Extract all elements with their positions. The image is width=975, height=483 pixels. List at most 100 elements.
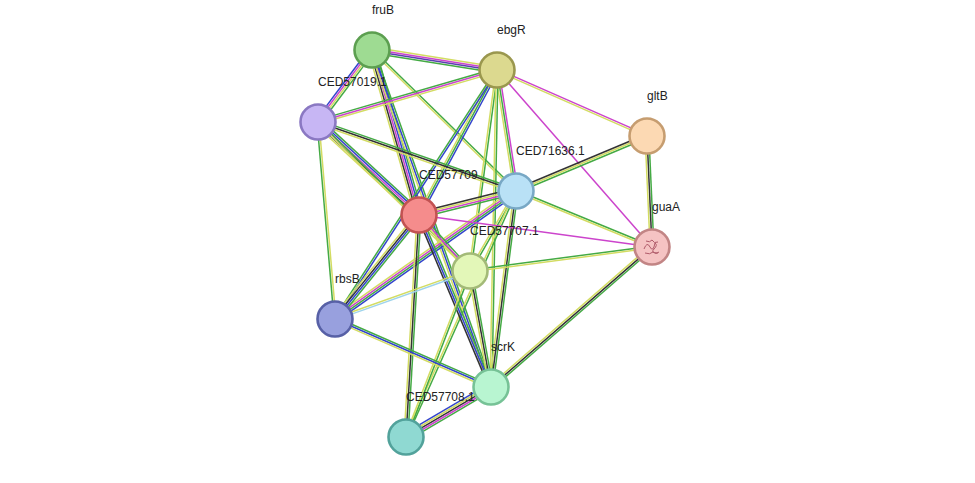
evidence-line: [502, 87, 515, 172]
interaction-edge: [488, 248, 635, 269]
evidence-line: [498, 88, 511, 173]
evidence-line: [412, 207, 507, 420]
protein-node: CED57708.1: [388, 419, 424, 455]
interaction-edge: [532, 197, 635, 241]
evidence-line: [414, 208, 509, 421]
evidence-line: [509, 84, 640, 234]
evidence-line: [390, 52, 479, 66]
node-label: CED57707.1: [470, 225, 539, 238]
protein-node: gltB: [629, 118, 665, 154]
protein-node: guaA: [634, 229, 670, 265]
evidence-line: [336, 126, 500, 183]
evidence-line: [646, 154, 649, 229]
interaction-edge: [334, 126, 499, 187]
interaction-edge: [412, 207, 509, 421]
interaction-edge: [351, 324, 476, 381]
evidence-line: [352, 276, 453, 312]
evidence-line: [389, 56, 478, 70]
node-label: CED71636.1: [516, 145, 585, 158]
node-circle: [315, 299, 355, 339]
evidence-line: [471, 289, 486, 370]
protein-node: CED71636.1: [498, 173, 534, 209]
node-circle: [471, 367, 511, 407]
protein-node: fruB: [354, 32, 390, 68]
evidence-line: [352, 324, 475, 378]
protein-node: CED57019.1: [300, 104, 336, 140]
node-fill: [635, 230, 670, 265]
interaction-edge: [513, 76, 631, 129]
interaction-edge: [319, 140, 335, 301]
node-fill: [301, 105, 336, 140]
node-circle: [399, 195, 439, 235]
evidence-line: [503, 257, 637, 373]
protein-node: CED57707.1: [452, 253, 488, 289]
node-label: guaA: [652, 201, 680, 214]
node-fill: [630, 119, 665, 154]
evidence-line: [352, 326, 475, 380]
node-circle: [496, 171, 536, 211]
interaction-edge: [498, 87, 515, 173]
evidence-line: [506, 260, 640, 376]
evidence-line: [390, 54, 479, 68]
node-label: scrK: [491, 341, 515, 354]
interaction-edge: [424, 231, 486, 371]
protein-node: scrK: [473, 369, 509, 405]
node-circle: [450, 251, 490, 291]
evidence-line: [333, 133, 408, 202]
evidence-line: [475, 288, 490, 369]
interaction-edge: [503, 257, 639, 376]
evidence-line: [488, 250, 634, 269]
evidence-line: [488, 248, 634, 267]
evidence-line: [423, 399, 477, 431]
node-label: rbsB: [335, 273, 360, 286]
node-circle: [477, 50, 517, 90]
evidence-line: [330, 135, 456, 259]
evidence-line: [344, 227, 405, 303]
interaction-edge: [509, 84, 640, 234]
interaction-edge: [437, 217, 634, 244]
evidence-line: [335, 128, 499, 185]
node-label: ebgR: [497, 24, 526, 37]
interaction-edge: [389, 50, 479, 70]
node-circle: [298, 102, 338, 142]
interaction-edge: [352, 276, 454, 314]
node-circle: [632, 227, 672, 267]
node-fill: [474, 370, 509, 405]
node-label: CED57019.1: [318, 76, 387, 89]
protein-node: rbsB: [317, 301, 353, 337]
evidence-line: [346, 86, 488, 305]
evidence-line: [436, 193, 498, 208]
evidence-line: [500, 88, 513, 173]
evidence-line: [428, 86, 489, 199]
interaction-edge: [646, 154, 653, 229]
interaction-edge: [471, 288, 489, 369]
node-fill: [318, 302, 353, 337]
evidence-line: [513, 78, 630, 130]
evidence-line: [351, 328, 474, 382]
evidence-line: [320, 140, 334, 301]
evidence-line: [319, 140, 333, 301]
node-fill: [453, 254, 488, 289]
protein-node: CED57709: [401, 197, 437, 233]
structure-thumbnail: [644, 240, 659, 254]
node-label: CED57708.1: [406, 391, 475, 404]
evidence-line: [505, 259, 639, 375]
node-circle: [627, 116, 667, 156]
evidence-line: [532, 199, 635, 241]
evidence-line: [473, 289, 488, 370]
evidence-line: [437, 217, 634, 244]
evidence-line: [334, 130, 498, 187]
evidence-line: [514, 76, 631, 128]
node-fill: [402, 198, 437, 233]
protein-node: ebgR: [479, 52, 515, 88]
evidence-line: [347, 230, 408, 306]
evidence-line: [352, 278, 453, 314]
node-fill: [480, 53, 515, 88]
node-circle: [386, 417, 426, 457]
node-label: gltB: [647, 90, 668, 103]
node-label: fruB: [372, 4, 394, 17]
node-label: CED57709: [419, 169, 478, 182]
evidence-line: [346, 228, 407, 304]
node-fill: [389, 420, 424, 455]
